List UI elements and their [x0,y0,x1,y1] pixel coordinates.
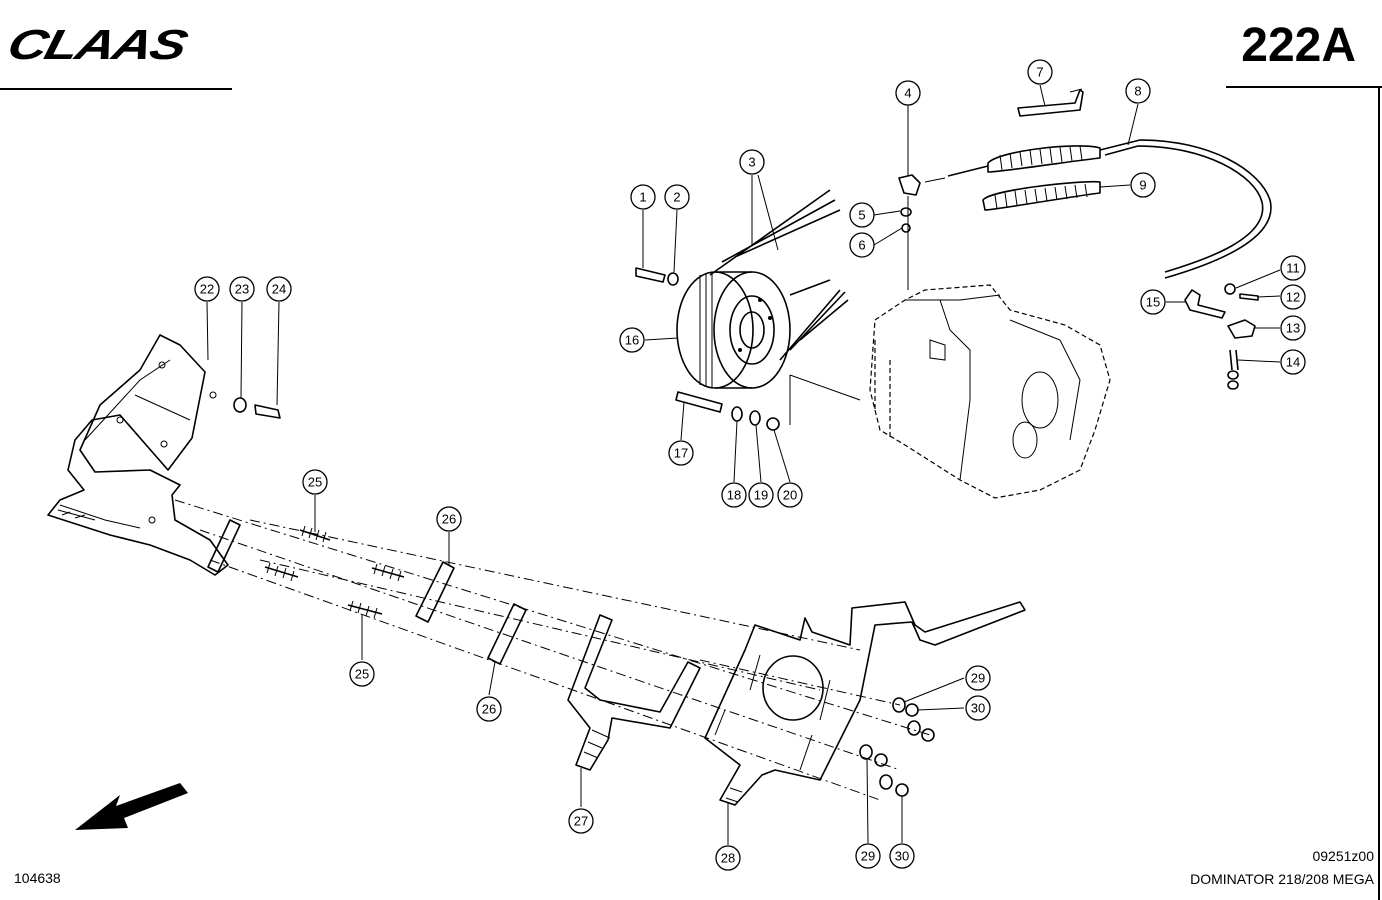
callout-30-lower: 30 [889,843,915,869]
callout-14: 14 [1280,349,1306,375]
callout-30-upper: 30 [965,695,991,721]
threaded-studs [264,525,405,619]
callout-1: 1 [630,184,656,210]
spacer-plates [207,519,527,665]
page-number: 222A [1241,19,1356,72]
callout-29-lower: 29 [855,843,881,869]
svg-text:25: 25 [355,667,369,682]
callout-26-top: 26 [436,506,462,532]
callout-26-bottom: 26 [476,696,502,722]
callout-15: 15 [1140,289,1166,315]
u-frame-bracket [567,614,701,771]
direction-arrow [75,783,188,830]
svg-text:24: 24 [272,282,286,297]
svg-text:20: 20 [783,488,797,503]
v-belts [709,189,849,361]
callout-23: 23 [229,276,255,302]
reference-number: 104638 [14,870,61,886]
svg-text:23: 23 [235,282,249,297]
belt-pulley [676,271,791,389]
callout-12: 12 [1280,284,1306,310]
svg-text:9: 9 [1139,178,1146,193]
callout-22: 22 [194,276,220,302]
svg-text:18: 18 [727,488,741,503]
callout-24: 24 [266,276,292,302]
svg-text:7: 7 [1036,65,1043,80]
svg-text:3: 3 [748,155,755,170]
svg-text:26: 26 [442,512,456,527]
callout-5: 5 [849,202,875,228]
callout-18: 18 [721,482,747,508]
svg-text:12: 12 [1286,290,1300,305]
callout-7: 7 [1027,59,1053,85]
svg-text:11: 11 [1286,261,1300,276]
callout-28: 28 [715,845,741,871]
rubber-boot [982,180,1101,211]
svg-text:29: 29 [971,671,985,686]
cable-bracket [1017,88,1084,117]
callout-19: 19 [748,482,774,508]
svg-text:27: 27 [574,814,588,829]
support-bracket-left [47,334,229,576]
svg-text:25: 25 [308,475,322,490]
svg-text:5: 5 [858,208,865,223]
callout-27: 27 [568,808,594,834]
washer-bolt-22 [209,391,281,419]
svg-text:1: 1 [639,190,646,205]
washers-nuts [859,697,935,797]
svg-text:2: 2 [673,190,680,205]
cable-clamp-hardware [1184,283,1259,390]
callout-20: 20 [777,482,803,508]
pulley-mount-hardware [675,391,780,431]
alignment-lines [174,499,931,801]
hydraulic-pump [789,196,1111,499]
svg-text:17: 17 [674,446,688,461]
svg-text:30: 30 [971,701,985,716]
model-name: DOMINATOR 218/208 MEGA [1190,871,1374,887]
svg-text:16: 16 [625,333,639,348]
callout-9: 9 [1130,172,1156,198]
pulley-bolt-washer [635,267,679,286]
svg-text:26: 26 [482,702,496,717]
callout-2: 2 [664,184,690,210]
callout-25-bottom: 25 [349,661,375,687]
callout-6: 6 [849,232,875,258]
svg-text:4: 4 [904,86,911,101]
header-rule-left [0,88,232,90]
callout-3: 3 [739,149,765,175]
callout-11: 11 [1280,255,1306,281]
svg-text:28: 28 [721,851,735,866]
callout-17: 17 [668,440,694,466]
mounting-plate [704,601,1026,806]
drawing-code: 09251z00 [1312,848,1374,864]
svg-text:19: 19 [754,488,768,503]
svg-text:15: 15 [1146,295,1160,310]
leader-lines [206,84,1281,845]
svg-text:22: 22 [200,282,214,297]
callout-8: 8 [1125,78,1151,104]
callout-16: 16 [619,327,645,353]
svg-text:13: 13 [1286,321,1300,336]
hose-fitting [898,174,946,233]
frame-right-edge [1378,86,1380,900]
svg-text:6: 6 [858,238,865,253]
header-rule-right [1226,86,1382,88]
svg-text:8: 8 [1134,84,1141,99]
svg-text:30: 30 [895,849,909,864]
callout-29-upper: 29 [965,665,991,691]
control-cable [947,139,1272,279]
svg-text:14: 14 [1286,355,1300,370]
callout-13: 13 [1280,315,1306,341]
callout-25-top: 25 [302,469,328,495]
svg-text:29: 29 [861,849,875,864]
callout-4: 4 [895,80,921,106]
